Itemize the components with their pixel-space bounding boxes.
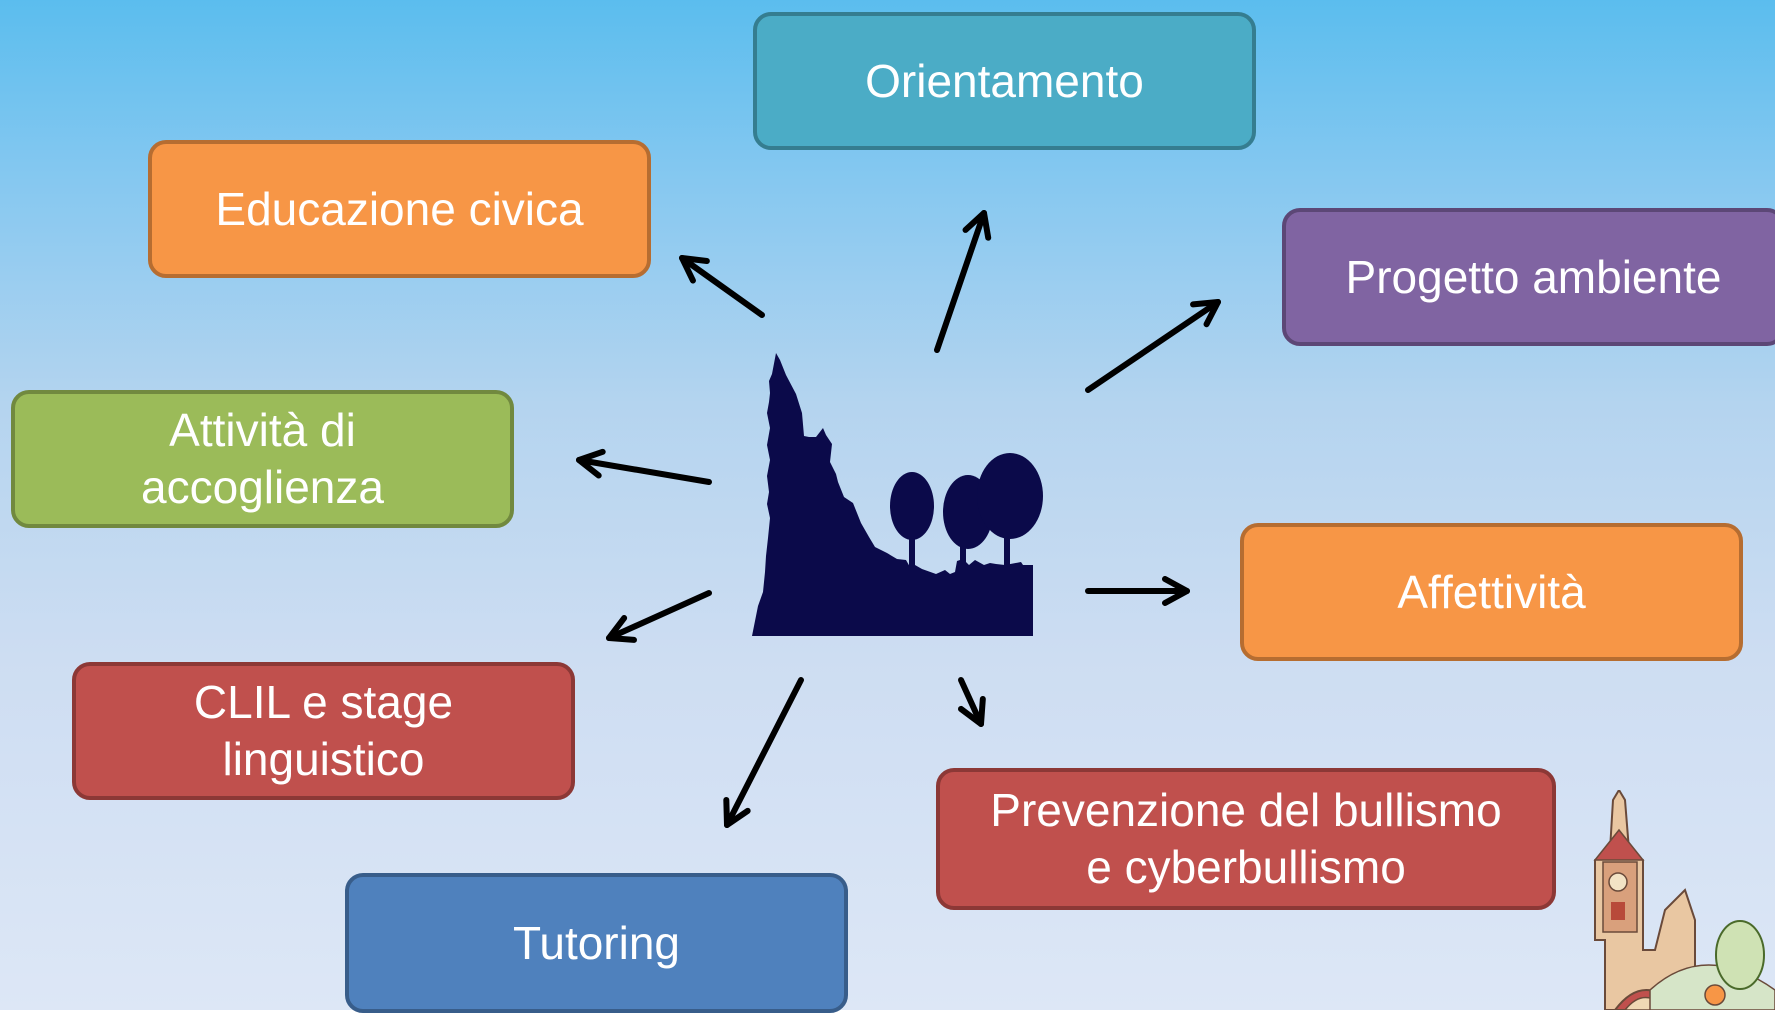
topic-label-orientamento: Orientamento (865, 54, 1144, 107)
topic-label-clil-stage: CLIL e stage linguistico (193, 676, 454, 785)
arrow-to-progetto-ambiente (1085, 299, 1221, 393)
topic-box-progetto-ambiente: Progetto ambiente (1282, 208, 1775, 346)
topic-box-orientamento: Orientamento (753, 12, 1256, 150)
topic-box-educazione-civica: Educazione civica (148, 140, 651, 278)
arrow-to-orientamento (934, 210, 992, 353)
topic-box-prevenzione-bullismo: Prevenzione del bullismo e cyberbullismo (936, 768, 1556, 910)
topic-label-attivita-accoglienza: Attività di accoglienza (141, 404, 384, 513)
topic-label-affettivita: Affettività (1397, 565, 1586, 618)
topic-label-progetto-ambiente: Progetto ambiente (1345, 250, 1722, 303)
topic-label-tutoring: Tutoring (512, 916, 681, 969)
arrow-to-clil-stage (606, 590, 712, 643)
topic-label-educazione-civica: Educazione civica (215, 182, 584, 235)
arrow-to-attivita-accoglienza (576, 448, 712, 485)
arrow-to-educazione-civica (679, 255, 765, 318)
topic-box-clil-stage: CLIL e stage linguistico (72, 662, 575, 800)
arrow-to-tutoring (723, 677, 804, 828)
arrow-to-prevenzione-bullismo (957, 677, 986, 727)
school-drawing-image (1593, 790, 1775, 1010)
topic-box-attivita-accoglienza: Attività di accoglienza (11, 390, 514, 528)
topic-box-affettivita: Affettività (1240, 523, 1743, 661)
topic-box-tutoring: Tutoring (345, 873, 848, 1013)
topic-label-prevenzione-bullismo: Prevenzione del bullismo e cyberbullismo (990, 784, 1502, 893)
